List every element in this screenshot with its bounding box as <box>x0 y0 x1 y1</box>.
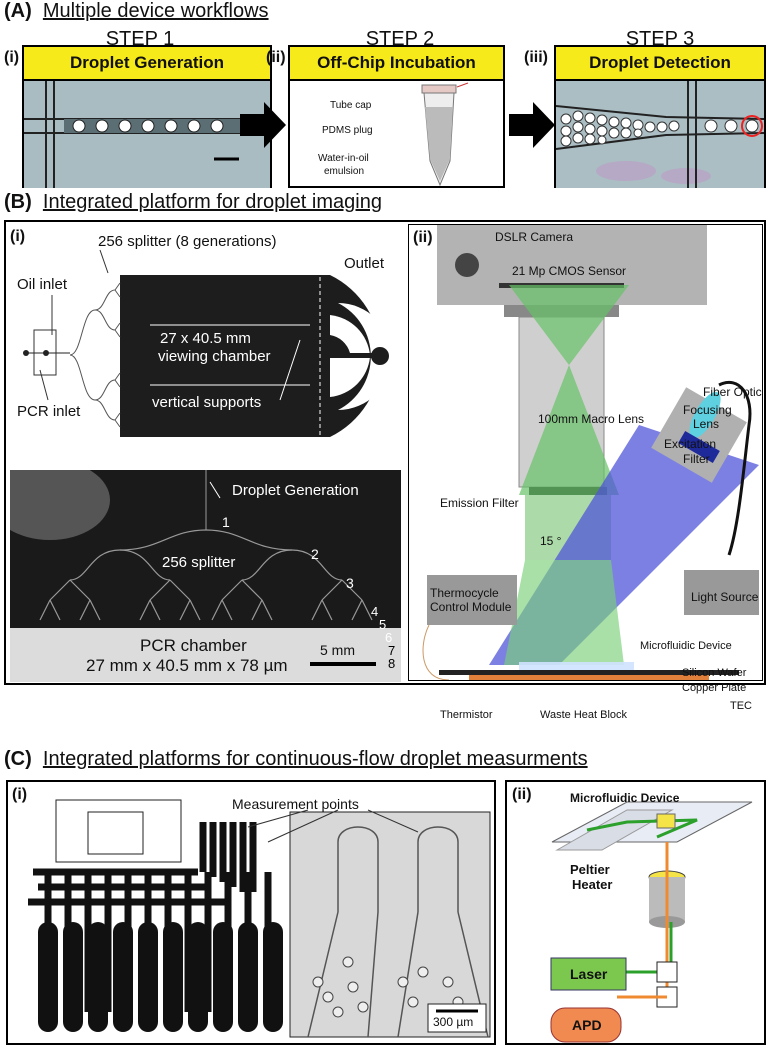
emulsion-label: emulsion <box>324 166 365 177</box>
optical-setup-diagram <box>550 801 753 1043</box>
chamber-size-label: 27 x 40.5 mm <box>160 330 251 347</box>
angle-label: 15 ° <box>540 534 562 548</box>
pcr-dims-label: 27 mm x 40.5 mm x 78 µm <box>86 656 288 675</box>
generation-6-label: 6 <box>385 630 393 645</box>
off-chip-incubation-banner: Off-Chip Incubation <box>288 45 505 81</box>
step-3-label: STEP 3 <box>625 28 695 50</box>
tube-icon <box>421 82 469 187</box>
chip-schematic <box>23 249 392 437</box>
section-a-heading: Multiple device workflows <box>42 0 269 22</box>
thermistor-label: Thermistor <box>440 709 493 721</box>
chip-layout-image <box>28 799 491 1038</box>
microfluidic-device-label: Microfluidic Device <box>640 640 732 652</box>
thermocycle-label-1: Thermocycle <box>430 586 499 600</box>
generation-3-label: 3 <box>346 575 354 591</box>
vertical-supports-label: vertical supports <box>152 394 262 411</box>
water-in-oil-label: Water-in-oil <box>318 153 369 164</box>
copper-plate-label: Copper Plate <box>682 682 747 694</box>
thermocycle-label-2: Control Module <box>430 600 512 614</box>
generation-2-label: 2 <box>311 546 319 562</box>
section-c-heading: Integrated platforms for continuous-flow… <box>42 748 588 770</box>
c-left-roman: (i) <box>12 786 28 803</box>
droplet-generation-banner: Droplet Generation <box>22 45 272 81</box>
macro-lens-label: 100mm Macro Lens <box>538 412 645 426</box>
imaging-setup-diagram <box>422 225 759 680</box>
section-b-frame <box>4 220 766 685</box>
generation-8-label: 8 <box>388 656 396 671</box>
splitter-label: 256 splitter (8 generations) <box>98 233 277 250</box>
apd-label: APD <box>572 1017 602 1033</box>
droplet-detection-banner: Droplet Detection <box>554 45 766 81</box>
arrow-right-icon <box>509 102 555 148</box>
silicon-wafer-label: Silicon Wafer <box>682 667 747 679</box>
step-3-roman: (iii) <box>524 49 548 66</box>
optical-setup-panel <box>505 780 766 1045</box>
continuous-flow-chip-panel <box>6 780 496 1045</box>
scale-300um-label: 300 µm <box>433 1015 474 1029</box>
section-b-letter: (B) <box>4 191 32 213</box>
off-chip-incubation-panel: Off-Chip Incubation Tube cap PDMS plug W… <box>288 45 505 188</box>
step-1-roman: (i) <box>4 49 20 66</box>
dslr-camera-label: DSLR Camera <box>495 230 574 244</box>
splitter-photo-label: 256 splitter <box>162 554 236 571</box>
droplet-generation-label: Droplet Generation <box>232 482 359 499</box>
tec-label: TEC <box>730 700 752 712</box>
c-right-roman: (ii) <box>512 786 532 803</box>
section-b-heading: Integrated platform for droplet imaging <box>42 191 382 213</box>
section-a-letter: (A) <box>4 0 32 22</box>
splitter-photo: Droplet Generation 256 splitter 1 2 3 4 … <box>10 470 401 682</box>
generation-4-label: 4 <box>371 604 379 619</box>
droplet-detection-image <box>556 81 764 188</box>
generation-7-label: 7 <box>388 643 396 658</box>
microfluidic-device-c-label: Microfluidic Device <box>570 791 680 805</box>
peltier-label-2: Heater <box>572 877 613 892</box>
section-b-title: (B) Integrated platform for droplet imag… <box>4 191 382 214</box>
excitation-filter-label-1: Excitation <box>664 437 717 451</box>
b-right-roman: (ii) <box>413 229 433 246</box>
splitter-tree-image <box>10 470 401 682</box>
cmos-sensor-label: 21 Mp CMOS Sensor <box>512 264 627 278</box>
section-c-letter: (C) <box>4 748 32 770</box>
generation-5-label: 5 <box>379 617 387 632</box>
section-a-title: (A) Multiple device workflows <box>4 0 269 23</box>
pcr-inlet-label: PCR inlet <box>17 403 81 420</box>
measurement-points-label: Measurement points <box>232 796 359 812</box>
emission-filter-label: Emission Filter <box>440 496 519 510</box>
scale-bar-label: 5 mm <box>320 642 355 658</box>
fiber-optic-label: Fiber Optic <box>703 385 762 399</box>
droplet-detection-panel: Droplet Detection <box>554 45 766 188</box>
light-source-label: Light Source <box>691 590 759 604</box>
oil-inlet-label: Oil inlet <box>17 276 68 293</box>
waste-heat-block-label: Waste Heat Block <box>540 709 628 721</box>
peltier-label-1: Peltier <box>570 862 610 877</box>
outlet-label: Outlet <box>344 255 385 272</box>
tube-cap-label: Tube cap <box>330 100 372 111</box>
section-c-title: (C) Integrated platforms for continuous-… <box>4 748 588 771</box>
step-2-roman: (ii) <box>266 49 286 66</box>
droplet-generation-image <box>24 81 270 188</box>
excitation-filter-label-2: Filter <box>683 452 710 466</box>
viewing-chamber-label: viewing chamber <box>158 348 271 365</box>
arrow-right-icon <box>240 102 286 148</box>
laser-label: Laser <box>570 966 608 982</box>
step-1-label: STEP 1 <box>105 28 175 50</box>
pcr-chamber-label: PCR chamber <box>140 636 247 655</box>
focusing-lens-label-2: Lens <box>693 417 720 431</box>
step-2-label: STEP 2 <box>365 28 435 50</box>
pdms-plug-label: PDMS plug <box>322 125 373 136</box>
focusing-lens-label-1: Focusing <box>683 403 732 417</box>
b-left-roman: (i) <box>10 228 26 245</box>
imaging-setup-panel <box>408 224 763 681</box>
generation-1-label: 1 <box>222 514 230 530</box>
